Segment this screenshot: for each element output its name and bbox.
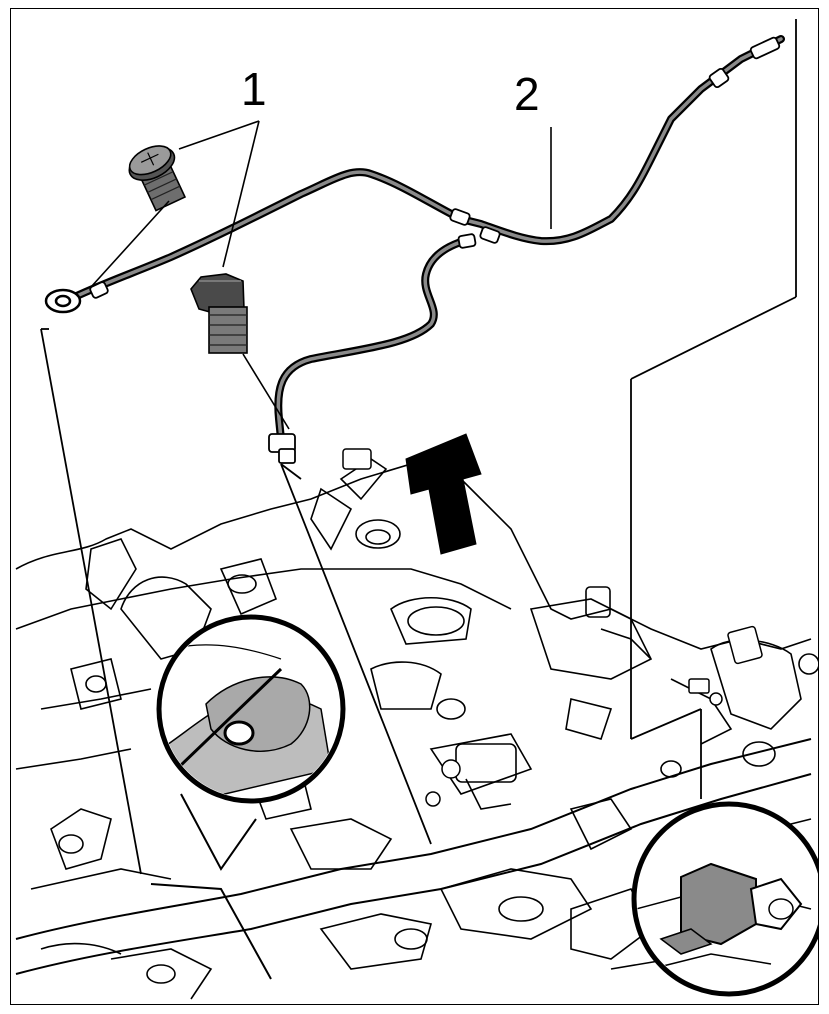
sensor-connectors: [342, 448, 763, 807]
lower-pipe: [15, 738, 812, 975]
bolt-icon: [128, 145, 187, 212]
leader-lines: [90, 120, 552, 430]
hose-assembly: [62, 35, 785, 443]
figure-frame: 1 2: [10, 8, 819, 1005]
hose-connectors: [89, 36, 781, 464]
bolt-icon: [190, 273, 248, 354]
engine-diagram: [15, 19, 818, 1000]
detail-leaders: [40, 19, 797, 875]
direction-arrow-icon: [405, 433, 482, 555]
detail-magnifier-icon: [631, 801, 818, 997]
hose-eyelet: [44, 288, 82, 314]
callout-1: 1: [241, 63, 267, 115]
callout-2: 2: [514, 68, 540, 120]
detail-magnifier-icon: [150, 614, 346, 980]
